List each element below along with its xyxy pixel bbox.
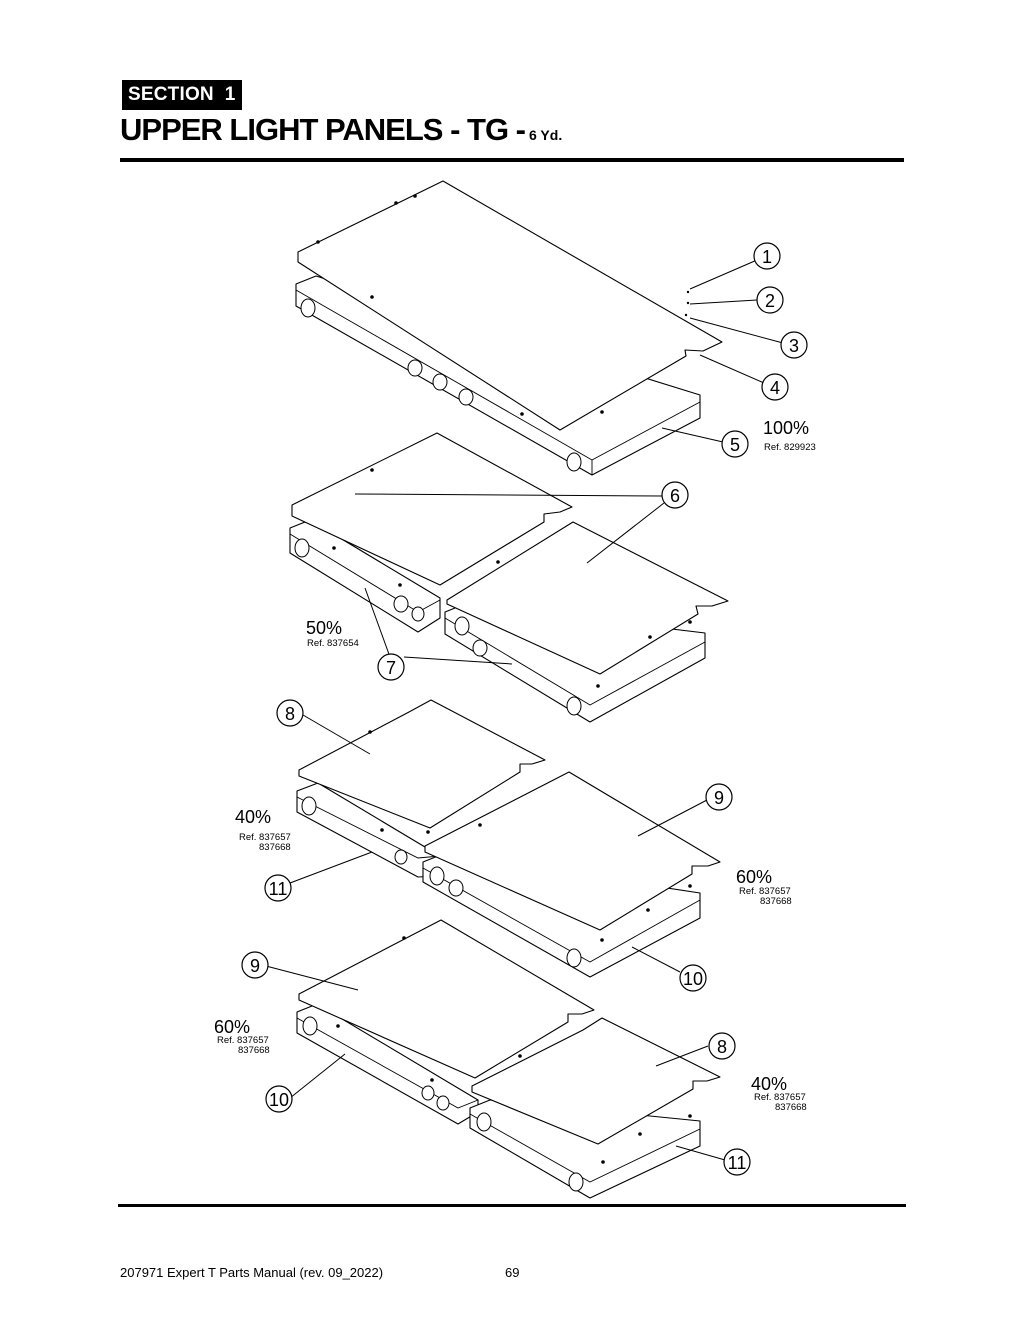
svg-text:40%: 40% bbox=[751, 1074, 787, 1094]
callout-3: 3 bbox=[780, 331, 808, 359]
callout-8-upper: 8 bbox=[276, 699, 304, 727]
svg-text:10: 10 bbox=[269, 1090, 289, 1110]
page-title-text: UPPER LIGHT PANELS - TG - bbox=[120, 112, 526, 147]
svg-text:9: 9 bbox=[250, 956, 260, 976]
assembly-100-percent bbox=[295, 180, 784, 476]
svg-text:2: 2 bbox=[765, 291, 775, 311]
group-label-40-left: 40% Ref. 837657 837668 bbox=[235, 807, 291, 853]
callout-10-upper: 10 bbox=[679, 964, 707, 992]
svg-text:837668: 837668 bbox=[775, 1102, 807, 1113]
svg-text:837668: 837668 bbox=[238, 1045, 270, 1056]
svg-text:11: 11 bbox=[728, 1153, 747, 1173]
svg-text:50%: 50% bbox=[306, 618, 342, 638]
svg-text:8: 8 bbox=[717, 1037, 727, 1057]
callout-11-upper: 11 bbox=[264, 874, 292, 902]
callout-9-upper: 9 bbox=[705, 783, 733, 811]
svg-text:Ref. 837657: Ref. 837657 bbox=[217, 1035, 269, 1046]
group-label-60-right: 60% Ref. 837657 837668 bbox=[736, 867, 792, 907]
svg-text:837668: 837668 bbox=[259, 842, 291, 853]
svg-text:Ref. 829923: Ref. 829923 bbox=[764, 442, 816, 453]
svg-text:Ref. 837657: Ref. 837657 bbox=[239, 832, 291, 843]
cover-sheet-50-left bbox=[291, 432, 573, 586]
cover-sheet-40-right bbox=[471, 1017, 721, 1145]
svg-text:60%: 60% bbox=[214, 1017, 250, 1037]
cover-sheet-60-left bbox=[298, 919, 595, 1079]
svg-text:8: 8 bbox=[285, 704, 295, 724]
svg-text:10: 10 bbox=[683, 969, 703, 989]
callout-11-lower: 11 bbox=[723, 1148, 751, 1176]
callout-4: 4 bbox=[761, 373, 789, 401]
svg-text:60%: 60% bbox=[736, 867, 772, 887]
svg-text:4: 4 bbox=[770, 378, 780, 398]
footer-page-number: 69 bbox=[505, 1265, 520, 1280]
group-label-50: 50% Ref. 837654 bbox=[306, 618, 359, 649]
group-label-60-left: 60% Ref. 837657 837668 bbox=[214, 1017, 270, 1056]
callout-5: 5 bbox=[721, 430, 749, 458]
callout-6: 6 bbox=[661, 481, 689, 509]
callout-10-lower: 10 bbox=[265, 1085, 293, 1113]
group-label-100: 100% Ref. 829923 bbox=[763, 418, 816, 453]
section-badge: SECTION 1 bbox=[122, 80, 242, 110]
svg-text:7: 7 bbox=[386, 658, 396, 678]
callout-1: 1 bbox=[753, 242, 781, 270]
svg-text:100%: 100% bbox=[763, 418, 809, 438]
callout-8-lower: 8 bbox=[708, 1032, 736, 1060]
assembly-60-40 bbox=[265, 919, 726, 1199]
svg-text:5: 5 bbox=[730, 435, 740, 455]
svg-text:3: 3 bbox=[789, 336, 799, 356]
assembly-50-percent bbox=[289, 432, 729, 723]
callout-9-lower: 9 bbox=[241, 951, 269, 979]
top-rule bbox=[120, 158, 904, 162]
cover-sheet-60-right bbox=[424, 771, 721, 931]
assembly-40-60 bbox=[289, 699, 721, 978]
callout-7: 7 bbox=[377, 653, 405, 681]
callout-2: 2 bbox=[756, 286, 784, 314]
svg-text:9: 9 bbox=[714, 788, 724, 808]
svg-text:Ref. 837657: Ref. 837657 bbox=[754, 1092, 806, 1103]
page-title-suffix: 6 Yd. bbox=[529, 127, 563, 143]
svg-text:11: 11 bbox=[269, 879, 288, 899]
group-label-40-right: 40% Ref. 837657 837668 bbox=[751, 1074, 807, 1113]
bottom-rule bbox=[118, 1204, 906, 1207]
footer-manual-title: 207971 Expert T Parts Manual (rev. 09_20… bbox=[120, 1265, 384, 1280]
cover-sheet-100 bbox=[297, 180, 723, 431]
cover-sheet-40-left bbox=[298, 699, 546, 829]
svg-text:6: 6 bbox=[670, 486, 680, 506]
page-title: UPPER LIGHT PANELS - TG -6 Yd. bbox=[120, 112, 562, 148]
cover-sheet-50-right bbox=[446, 521, 729, 675]
svg-text:Ref. 837654: Ref. 837654 bbox=[307, 638, 359, 649]
svg-text:1: 1 bbox=[762, 247, 772, 267]
svg-text:837668: 837668 bbox=[760, 896, 792, 907]
svg-text:Ref. 837657: Ref. 837657 bbox=[739, 886, 791, 897]
svg-text:40%: 40% bbox=[235, 807, 271, 827]
